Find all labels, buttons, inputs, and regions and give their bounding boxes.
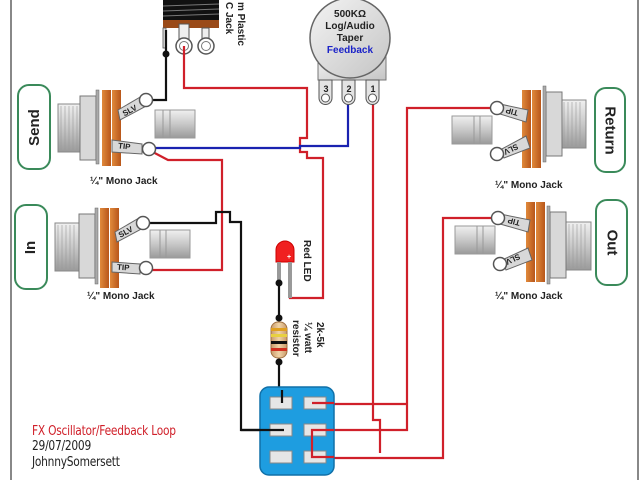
- wires: [143, 30, 497, 460]
- resistor-wattage: ¼ watt: [302, 322, 313, 354]
- pot-lug-2: 2: [346, 84, 351, 94]
- return-tip-label: TIP: [504, 105, 519, 117]
- wire-return-tip-switch: [312, 106, 497, 432]
- wire-send-tip-in-tip: [146, 149, 224, 272]
- dc-jack-label-1: m Plastic: [235, 2, 246, 46]
- wire-in-slv-switch: [143, 210, 282, 432]
- return-label: Return: [601, 105, 619, 155]
- send-label-box: Send: [17, 84, 51, 170]
- return-label-box: Return: [594, 87, 626, 173]
- diagram-author: JohnnySomersett: [32, 455, 120, 470]
- out-label-box: Out: [595, 199, 628, 286]
- in-jack-caption: ¼" Mono Jack: [87, 291, 155, 302]
- resistor-word: resistor: [290, 320, 301, 357]
- right-border: [637, 0, 639, 480]
- pot-taper-word: Taper: [337, 33, 364, 44]
- left-border: [10, 0, 12, 480]
- out-jack-caption: ¼" Mono Jack: [495, 291, 563, 302]
- in-jack: [54, 207, 191, 288]
- resistor: [270, 314, 288, 366]
- dc-jack: [162, 0, 220, 58]
- wire-dc-power: [182, 46, 325, 300]
- diagram-date: 29/07/2009: [32, 439, 91, 454]
- switch-lug: [269, 450, 293, 464]
- diagram-title: FX Oscillator/Feedback Loop: [32, 424, 176, 439]
- footswitch[interactable]: [241, 386, 335, 476]
- feedback-pot: [309, 0, 391, 105]
- send-jack-caption: ¼" Mono Jack: [90, 176, 158, 187]
- red-led: [275, 240, 295, 298]
- in-tip-label: TIP: [117, 263, 131, 273]
- return-jack-caption: ¼" Mono Jack: [495, 180, 563, 191]
- pot-value: 500KΩ: [334, 9, 366, 20]
- send-jack: [57, 89, 196, 166]
- wire-pot-lug1: [371, 100, 382, 453]
- dc-jack-label-2: C Jack: [223, 2, 234, 35]
- out-label: Out: [602, 229, 620, 256]
- dc-jack-lug-outer: [197, 37, 215, 55]
- out-tip-label: TIP: [506, 215, 521, 227]
- in-label-box: In: [14, 204, 48, 290]
- pot-lug-1: 1: [370, 84, 375, 94]
- wire-send-tip-pot: [149, 100, 350, 150]
- resistor-value: 2k-5k: [314, 322, 325, 348]
- send-tip-label: TIP: [118, 141, 132, 151]
- return-jack: [451, 85, 587, 168]
- out-jack: [454, 202, 592, 285]
- led-label: Red LED: [301, 240, 312, 282]
- pot-lug-3: 3: [323, 84, 328, 94]
- pot-name: Feedback: [327, 45, 374, 56]
- send-label: Send: [25, 108, 43, 146]
- in-label: In: [22, 240, 40, 254]
- pot-taper: Log/Audio: [325, 21, 374, 32]
- led-polarity: +: [287, 254, 291, 261]
